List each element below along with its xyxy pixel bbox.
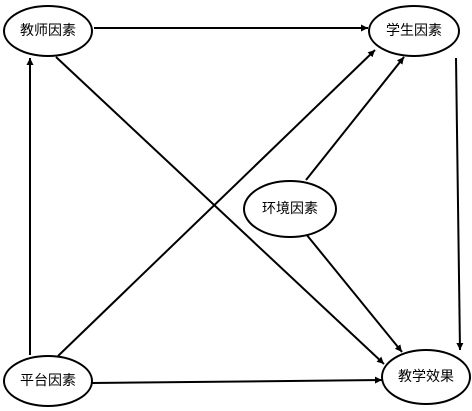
student-factor-label: 学生因素 xyxy=(386,23,442,39)
teacher-factor-ellipse xyxy=(3,5,93,57)
environment-factor-label: 环境因素 xyxy=(262,201,318,217)
edge-student-to-effect xyxy=(455,57,464,351)
edges-layer xyxy=(26,24,464,384)
platform-factor-label: 平台因素 xyxy=(20,373,76,389)
node-teacher-factor: 教师因素 xyxy=(3,5,93,57)
edge-platform-to-effect xyxy=(91,376,383,384)
environment-factor-ellipse xyxy=(243,180,337,238)
nodes-layer: 教师因素 学生因素 环境因素 平台因素 教学效果 xyxy=(3,5,471,407)
node-environment-factor: 环境因素 xyxy=(243,180,337,238)
node-student-factor: 学生因素 xyxy=(368,5,460,57)
teaching-effect-ellipse xyxy=(381,349,471,405)
node-platform-factor: 平台因素 xyxy=(3,355,93,407)
edge-platform-to-student xyxy=(57,49,376,357)
node-teaching-effect: 教学效果 xyxy=(381,349,471,405)
edge-environment-to-student xyxy=(305,56,405,181)
edge-teacher-to-effect xyxy=(55,56,385,365)
edge-environment-to-effect xyxy=(305,233,403,353)
teacher-factor-label: 教师因素 xyxy=(20,23,76,39)
student-factor-ellipse xyxy=(368,5,460,57)
teaching-effect-label: 教学效果 xyxy=(398,369,454,385)
platform-factor-ellipse xyxy=(3,355,93,407)
